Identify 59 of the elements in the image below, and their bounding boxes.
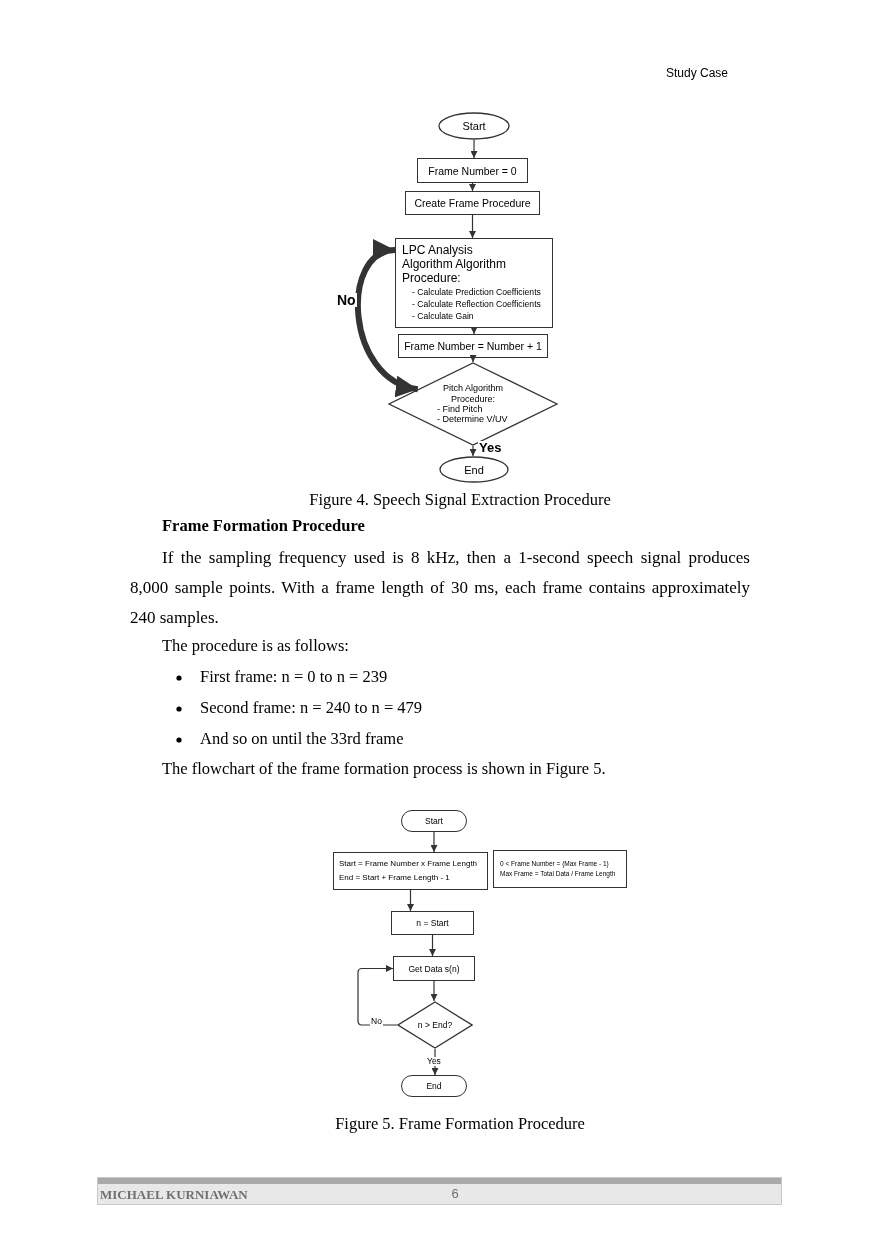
paragraph: The flowchart of the frame formation process is shown in Figure 5. (162, 759, 607, 779)
figure-caption: Figure 5. Frame Formation Procedure (334, 1114, 586, 1134)
edge-label: No (336, 293, 357, 307)
arrow (469, 182, 476, 192)
section-heading: Frame Formation Procedure (162, 516, 366, 536)
author-name: MICHAEL KURNIAWAN (100, 1187, 249, 1203)
edge-label: Yes (426, 1057, 442, 1066)
arrow (469, 445, 477, 457)
arrow (430, 831, 438, 853)
node-text: Frame Number = 0 (428, 164, 517, 177)
process-box (333, 852, 488, 890)
arrow (407, 889, 414, 912)
node-text: Get Data s(n) (408, 963, 460, 974)
arrow (469, 214, 476, 239)
figure-caption: Figure 4. Speech Signal Extraction Procedure (308, 490, 612, 510)
node-text: Frame Number = Number + 1 (404, 340, 542, 352)
edge-label: Yes (478, 441, 503, 454)
node-text: End (426, 1081, 442, 1091)
edge-label: No (370, 1017, 383, 1026)
paragraph: If the sampling frequency used is 8 kHz, then a 1-second speech signal produces 8,000 sample points. With a frame length of 30 ms, each frame contains approximately 240 samples. (130, 547, 750, 629)
list-item: - Calculate Gain (411, 309, 474, 322)
page-number: 6 (450, 1186, 460, 1201)
terminal-ellipse (439, 456, 509, 483)
bullet-item: And so on until the 33rd frame (200, 729, 405, 749)
list-item: - Determine V/UV (436, 414, 509, 425)
node-text: Start (425, 816, 443, 826)
process-box (391, 911, 474, 935)
node-text: Start = Frame Number x Frame Length (339, 858, 478, 871)
arrow (357, 965, 398, 1026)
bullet-item: Second frame: n = 240 to n = 479 (200, 698, 424, 718)
process-box (417, 158, 528, 183)
header-text: Study Case (664, 66, 728, 80)
list-item: - Find Pitch (436, 404, 484, 415)
node-text: Start (462, 120, 486, 132)
list-item: - Calculate Prediction Coefficients (411, 285, 541, 298)
decision-diamond (397, 1001, 473, 1049)
arrow (469, 355, 477, 363)
process-box (395, 238, 553, 328)
node-text: n > End? (417, 1020, 453, 1030)
node-text: Create Frame Procedure (414, 197, 531, 209)
list-item: - Calculate Reflection Coefficients (411, 297, 541, 310)
node-text: End = Start + Frame Length - 1 (339, 872, 450, 884)
process-box (398, 334, 548, 358)
node-text: n = Start (416, 918, 449, 928)
node-text: End (464, 463, 484, 476)
note-box (493, 850, 627, 888)
process-box (393, 956, 475, 981)
terminal-box (401, 810, 467, 832)
paragraph: The procedure is as follows: (162, 636, 350, 656)
process-box (405, 191, 540, 215)
terminal-ellipse (438, 112, 510, 140)
arrow (470, 139, 478, 159)
terminal-box (401, 1075, 467, 1097)
arrow (470, 327, 478, 335)
node-heading: LPC Analysis Algorithm Algorithm Procedure: (402, 244, 508, 286)
node-heading: Pitch Algorithm Procedure: (442, 383, 504, 404)
arrow (429, 934, 436, 957)
arrow (430, 980, 438, 1002)
bullet-item: First frame: n = 0 to n = 239 (200, 667, 389, 687)
